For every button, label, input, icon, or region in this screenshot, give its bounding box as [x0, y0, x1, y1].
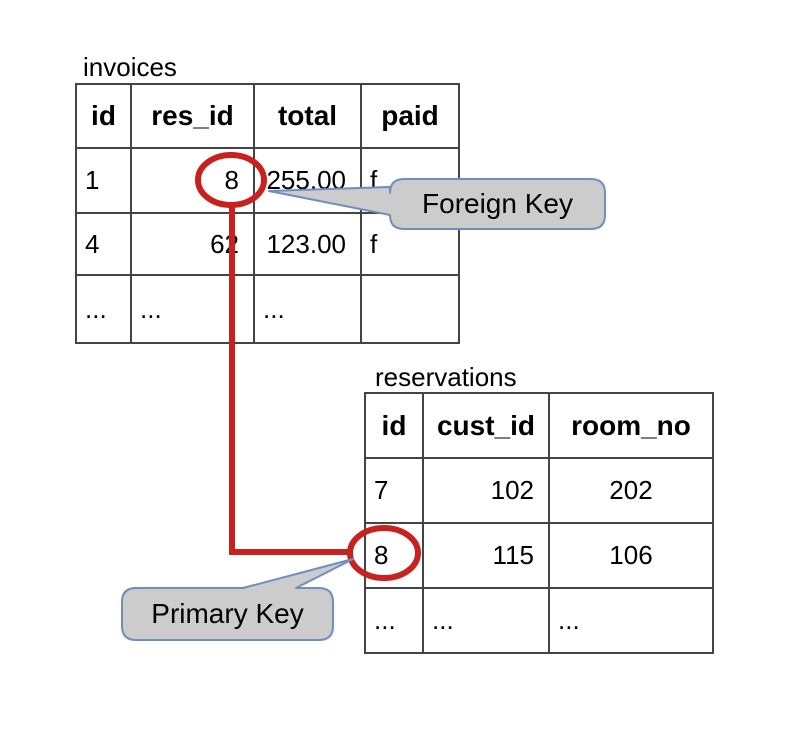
cell-invoices-1-res-id: 8 [130, 147, 255, 214]
cell-invoices-1-total: 255.00 [253, 147, 362, 214]
cell-invoices-3-res-id: ... [130, 274, 255, 344]
reservations-row-2: 8 115 106 [364, 522, 714, 589]
cell-reservations-2-id: 8 [364, 522, 424, 589]
reservations-col-cust-id: cust_id [422, 392, 550, 459]
cell-invoices-1-id: 1 [75, 147, 132, 214]
invoices-header-row: id res_id total paid [75, 83, 460, 149]
reservations-header-row: id cust_id room_no [364, 392, 714, 459]
invoices-col-total: total [253, 83, 362, 149]
cell-reservations-2-room-no: 106 [548, 522, 714, 589]
primary-key-callout-label: Primary Key [151, 598, 304, 629]
cell-reservations-1-room-no: 202 [548, 457, 714, 524]
cell-reservations-1-cust-id: 102 [422, 457, 550, 524]
reservations-row-3: ... ... ... [364, 587, 714, 654]
invoices-row-3: ... ... ... [75, 274, 460, 344]
invoices-col-id: id [75, 83, 132, 149]
invoices-table-title: invoices [83, 52, 177, 82]
reservations-col-id: id [364, 392, 424, 459]
cell-reservations-1-id: 7 [364, 457, 424, 524]
cell-invoices-3-id: ... [75, 274, 132, 344]
reservations-table: id cust_id room_no 7 102 202 8 115 106 .… [364, 392, 714, 654]
cell-reservations-2-cust-id: 115 [422, 522, 550, 589]
cell-invoices-3-total: ... [253, 274, 362, 344]
cell-reservations-3-room-no: ... [548, 587, 714, 654]
cell-invoices-2-total: 123.00 [253, 212, 362, 276]
cell-invoices-2-res-id: 62 [130, 212, 255, 276]
cell-invoices-2-id: 4 [75, 212, 132, 276]
invoices-col-paid: paid [360, 83, 460, 149]
cell-invoices-3-paid [360, 274, 460, 344]
foreign-key-callout-label: Foreign Key [422, 188, 573, 219]
reservations-row-1: 7 102 202 [364, 457, 714, 524]
cell-reservations-3-id: ... [364, 587, 424, 654]
reservations-col-room-no: room_no [548, 392, 714, 459]
cell-reservations-3-cust-id: ... [422, 587, 550, 654]
reservations-table-title: reservations [375, 362, 517, 392]
invoices-col-res-id: res_id [130, 83, 255, 149]
